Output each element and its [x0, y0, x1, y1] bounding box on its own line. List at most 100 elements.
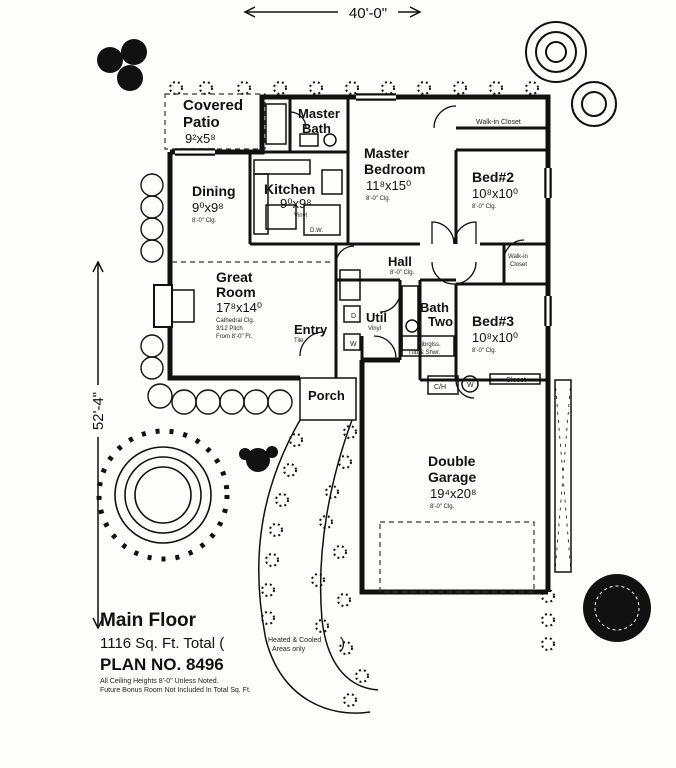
- master-bath-name-1: Master: [298, 106, 340, 121]
- master-bath-name-2: Bath: [302, 121, 331, 136]
- legend-title: Main Floor: [100, 610, 197, 631]
- covered-patio-name-2: Patio: [183, 114, 220, 131]
- fence-right: [554, 379, 572, 573]
- utility-appliances: [339, 269, 361, 351]
- walk-in-closet-bed2-line1: Walk-in: [508, 254, 528, 260]
- legend-area: 1116 Sq. Ft. Total (: [100, 635, 224, 652]
- mechanical: [427, 373, 541, 395]
- dining-name: Dining: [192, 183, 236, 199]
- great-room-name-2: Room: [216, 284, 256, 300]
- ch-label: C/H: [434, 384, 446, 391]
- closet-label: Closet: [506, 377, 526, 384]
- legend-note-1: All Ceiling Heights 8'-0" Unless Noted.: [100, 678, 219, 685]
- legend-note-2: Future Bonus Room Not Included In Total …: [100, 687, 251, 694]
- covered-patio-outline: [164, 93, 266, 150]
- tree-bottomright: [583, 574, 651, 642]
- label-master-bedroom: Master Bedroom 11⁸x15⁰ 8'-0" Clg.: [364, 145, 425, 202]
- width-label: 40'-0": [349, 5, 387, 22]
- double-garage-ceiling: 8'-0" Clg.: [430, 504, 455, 510]
- legend-area-note-2: Areas only: [272, 646, 306, 653]
- label-utility: Util Vinyl D W: [350, 310, 387, 348]
- dryer-label: D: [351, 313, 356, 320]
- label-entry: Entry Tile: [294, 322, 328, 344]
- porch-name: Porch: [308, 388, 345, 403]
- label-walk-in-closet-master: Walk-in Closet: [476, 119, 521, 126]
- bed2-name: Bed#2: [472, 169, 514, 185]
- kitchen-counters: [253, 159, 343, 236]
- double-garage-size: 19⁴x20⁸: [430, 486, 477, 501]
- entry-name: Entry: [294, 322, 328, 337]
- bath-two-note-2: Tub & Shwr.: [408, 350, 441, 356]
- great-room-note-2: 3/12 Pitch: [216, 326, 243, 332]
- legend: Main Floor 1116 Sq. Ft. Total ( Heated &…: [100, 610, 345, 694]
- great-room-note-3: From 8'-0" Ft.: [216, 334, 253, 340]
- utility-name: Util: [366, 310, 387, 325]
- porch-slab: [299, 377, 357, 421]
- washer-label-garage: W: [467, 382, 474, 389]
- kitchen-floor: Vinyl: [294, 213, 307, 219]
- bath-two-note-1: Fibrglss.: [418, 342, 441, 348]
- utility-floor: Vinyl: [368, 326, 381, 332]
- label-hall: Hall 8'-0" Clg.: [388, 254, 415, 276]
- label-bed2: Bed#2 10⁸x10⁰ 8'-0" Clg.: [472, 169, 518, 210]
- bed3-size: 10⁸x10⁰: [472, 330, 518, 345]
- label-master-bath: Master Bath: [298, 106, 340, 136]
- doors: [289, 105, 525, 399]
- hall-ceiling: 8'-0" Clg.: [390, 270, 415, 276]
- legend-plan-number: PLAN NO. 8496: [100, 655, 224, 674]
- great-room-name-1: Great: [216, 269, 253, 285]
- depth-dimension: 52'-4": [84, 260, 112, 630]
- kitchen-size: 9⁰x9⁸: [280, 196, 312, 211]
- covered-patio-name-1: Covered: [183, 97, 243, 114]
- great-room-size: 17⁸x14⁰: [216, 300, 262, 315]
- label-great-room: Great Room 17⁸x14⁰ Cathedral Clg. 3/12 P…: [216, 269, 262, 340]
- walk-in-closet-master-label: Walk-in Closet: [476, 119, 521, 126]
- kitchen-dw: D.W.: [310, 228, 323, 234]
- walkway: [257, 419, 371, 714]
- covered-patio-size: 9²x5⁸: [185, 131, 216, 146]
- hedge-left: [140, 173, 293, 415]
- bed2-ceiling: 8'-0" Clg.: [472, 204, 497, 210]
- plants-walkway: [261, 425, 555, 707]
- garage-door-outline: [379, 521, 535, 593]
- dining-ceiling: 8'-0" Clg.: [192, 218, 217, 224]
- hall-name: Hall: [388, 254, 412, 269]
- plants-top: [169, 81, 539, 95]
- label-mechanical: C/H W Closet: [434, 377, 526, 391]
- bath-two-fixtures: [401, 285, 455, 357]
- label-covered-patio: Covered Patio 9²x5⁸: [183, 97, 243, 146]
- walkway-edge: [319, 419, 379, 691]
- label-walk-in-closet-bed2: Walk-in Closet: [508, 254, 528, 268]
- label-porch: Porch: [308, 388, 345, 403]
- master-bath-fixtures: [265, 103, 337, 147]
- tree-topright: [525, 21, 617, 127]
- label-kitchen: Kitchen 9⁰x9⁸ Vinyl D.W.: [264, 181, 323, 234]
- great-room-note-1: Cathedral Clg.: [216, 318, 255, 324]
- tree-left-large: [96, 428, 230, 562]
- bed3-ceiling: 8'-0" Clg.: [472, 348, 497, 354]
- windows: [175, 93, 552, 326]
- bath-two-name-2: Two: [428, 314, 453, 329]
- bed3-name: Bed#3: [472, 313, 514, 329]
- shrub-cluster-mid: [239, 446, 278, 472]
- bed2-size: 10⁸x10⁰: [472, 186, 518, 201]
- legend-area-close: ): [340, 635, 345, 652]
- double-garage-name-1: Double: [428, 453, 476, 469]
- master-bedroom-ceiling: 8'-0" Clg.: [366, 196, 391, 202]
- width-dimension: 40'-0": [243, 2, 422, 22]
- fireplace: [153, 284, 195, 328]
- tree-cluster-topleft: [97, 39, 147, 91]
- label-double-garage: Double Garage 19⁴x20⁸ 8'-0" Clg.: [428, 453, 477, 510]
- walk-in-closet-bed2-line2: Closet: [510, 262, 527, 268]
- master-bedroom-name-2: Bedroom: [364, 161, 425, 177]
- master-bedroom-name-1: Master: [364, 145, 410, 161]
- label-bed3: Bed#3 10⁸x10⁰ 8'-0" Clg.: [472, 313, 518, 354]
- kitchen-name: Kitchen: [264, 181, 315, 197]
- label-dining: Dining 9⁰x9⁸ 8'-0" Clg.: [192, 183, 236, 224]
- bath-two-name-1: Bath: [420, 300, 449, 315]
- entry-floor: Tile: [294, 338, 304, 344]
- label-bath-two: Bath Two Fibrglss. Tub & Shwr.: [408, 300, 453, 356]
- double-garage-name-2: Garage: [428, 469, 476, 485]
- washer-label-utility: W: [350, 341, 357, 348]
